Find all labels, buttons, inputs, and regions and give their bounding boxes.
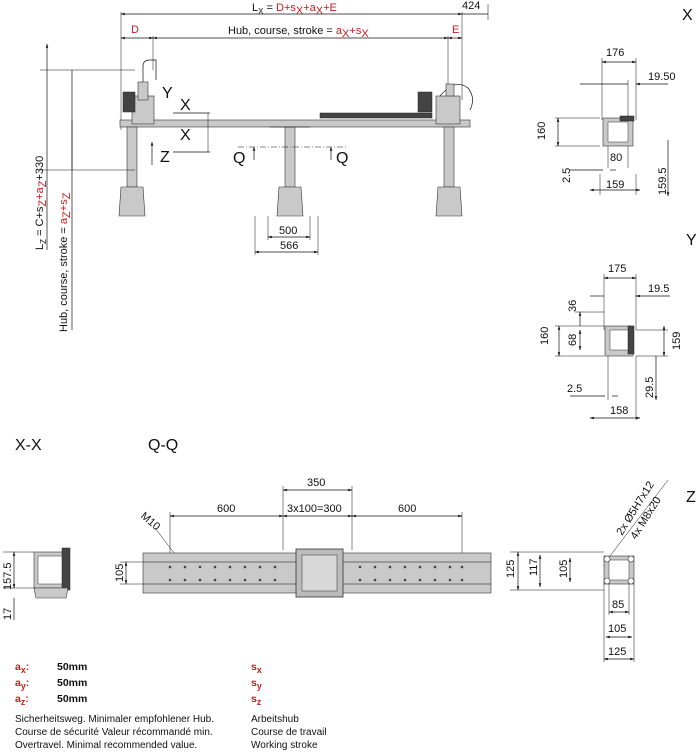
right-carriage [417, 83, 473, 125]
section-q-left: Q [233, 150, 245, 167]
y-dim-160: 160 [539, 327, 551, 345]
legend-a-values: ax:50mm ay:50mm az:50mm [15, 661, 87, 709]
z-dim-125-h: 125 [608, 646, 626, 658]
qq-holes [168, 565, 464, 582]
x-dim-80: 80 [610, 152, 622, 164]
axis-x-label-top: X [180, 97, 191, 114]
legend-row-az: az:50mm [15, 693, 88, 708]
z-dim-117: 117 [528, 558, 540, 576]
axis-y-label: Y [162, 85, 173, 102]
y-dim-36: 36 [567, 300, 579, 312]
note-working-fr: Course de travail [251, 727, 327, 738]
x-dim-159: 159 [606, 179, 624, 191]
legend-row-sx: sx [251, 661, 262, 676]
section-z-title: Z [686, 489, 696, 506]
note-overtravel-en: Overtravel. Minimal recommended value. [15, 740, 198, 751]
legend-row-ay: ay:50mm [15, 677, 88, 692]
y-dim-195: 19.5 [648, 283, 669, 295]
section-q-right: Q [336, 150, 348, 167]
dim-500: 500 [279, 225, 297, 237]
note-overtravel: Sicherheitsweg. Minimaler empfohlener Hu… [15, 713, 214, 752]
qq-dim-600-right: 600 [398, 503, 416, 515]
note-working-de: Arbeitshub [251, 714, 299, 725]
section-z-view: Z 2x Ø5H7x12 4x M8x20 125 117 105 85 105… [505, 479, 696, 662]
xx-dim-17: 17 [2, 608, 14, 620]
x-dim-160: 160 [536, 122, 548, 140]
lz-formula: LZ = C+sZ+aZ+330 [34, 156, 49, 250]
x-dim-1950: 19.50 [648, 71, 676, 83]
z-dim-105-v: 105 [558, 560, 570, 578]
note-overtravel-de: Sicherheitsweg. Minimaler empfohlener Hu… [15, 714, 214, 725]
qq-dim-300: 3x100=300 [287, 503, 342, 515]
section-qq-view: Q-Q 350 600 3x100=300 600 M10 [114, 437, 492, 598]
legend-s-values: sx sy sz [251, 661, 262, 709]
legend-row-ax: ax:50mm [15, 661, 88, 676]
section-x-title: X [682, 7, 693, 24]
side-view: LX = D+sX+aX+E 424 D E Hub, course, stro… [34, 0, 489, 332]
leg-left [118, 126, 146, 217]
stroke-x-formula: Hub, course, stroke = aX+sX [228, 25, 369, 40]
label-d: D [131, 24, 139, 36]
leg-middle [270, 126, 310, 217]
section-x-view: X 176 19.50 160 80 2.5 159 159.5 [536, 7, 693, 197]
qq-dim-600-left: 600 [217, 503, 235, 515]
y-dim-68: 68 [567, 334, 579, 346]
y-dim-25: 2.5 [567, 383, 582, 395]
section-xx-view: X-X 157.5 17 [2, 437, 71, 620]
x-dim-25: 2.5 [561, 168, 573, 183]
qq-dim-105: 105 [114, 564, 126, 582]
section-xx-title: X-X [15, 437, 42, 454]
section-y-view: Y 175 19.5 36 160 68 159 2.5 29.5 158 [539, 232, 697, 420]
note-overtravel-fr: Course de sécurité Valeur récommandé min… [15, 727, 213, 738]
y-dim-159: 159 [671, 332, 683, 350]
x-dim-176: 176 [606, 47, 624, 59]
rack [319, 112, 433, 119]
axis-x-label-bottom: X [180, 127, 191, 144]
y-dim-295: 29.5 [644, 377, 656, 398]
z-dim-125: 125 [505, 560, 517, 578]
section-y-title: Y [686, 232, 697, 249]
y-dim-158: 158 [610, 405, 628, 417]
note-working-stroke: Arbeitshub Course de travail Working str… [251, 713, 327, 752]
main-beam [119, 119, 471, 128]
xx-dim-1575: 157.5 [2, 562, 14, 590]
lx-formula: LX = D+sX+aX+E [252, 2, 337, 17]
x-dim-1595: 159.5 [657, 167, 669, 195]
legend-row-sy: sy [251, 677, 262, 692]
leg-right [435, 126, 463, 217]
note-working-en: Working stroke [251, 740, 318, 751]
section-qq-title: Q-Q [148, 437, 178, 454]
z-dim-105-h: 105 [608, 623, 626, 635]
y-dim-175: 175 [608, 263, 626, 275]
stroke-z-formula: Hub, course, stroke = aZ+sZ [58, 192, 73, 332]
axis-z-label: Z [160, 149, 170, 166]
left-carriage [122, 59, 157, 125]
legend-row-sz: sz [251, 693, 262, 708]
z-dim-85: 85 [612, 599, 624, 611]
label-e: E [452, 24, 459, 36]
qq-dim-350: 350 [307, 477, 325, 489]
dim-566: 566 [280, 240, 298, 252]
qq-label-m10: M10 [138, 510, 162, 533]
dim-424: 424 [462, 0, 480, 12]
